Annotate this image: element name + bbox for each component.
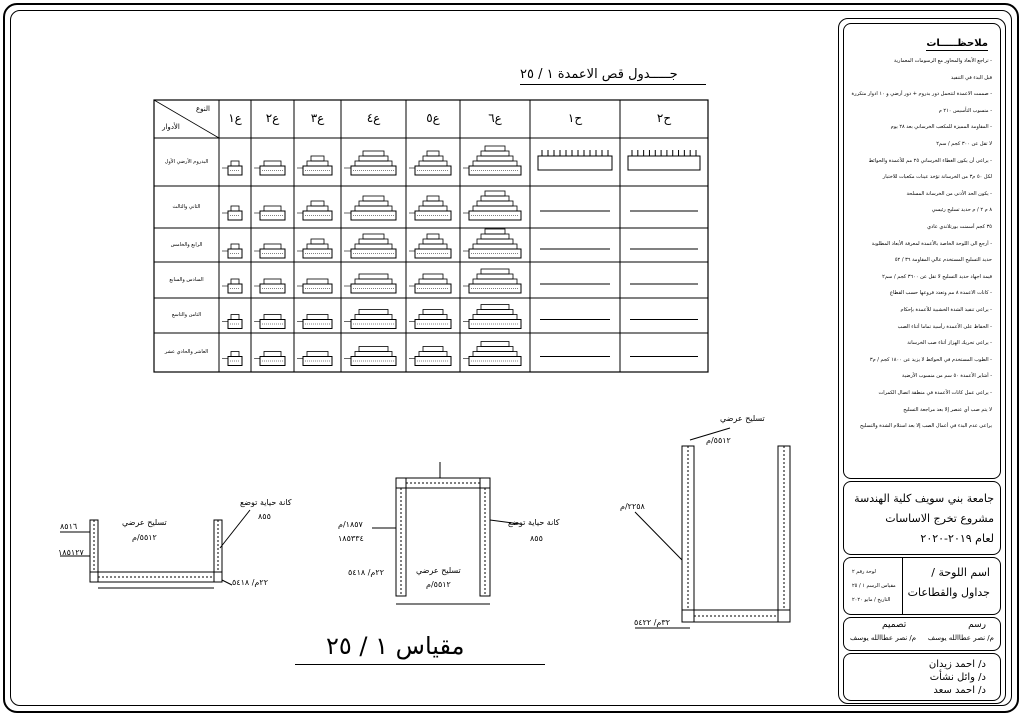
row-header: الثامن والتاسع [171,312,202,318]
sheet-name-label: اسم اللوحة / [931,566,990,579]
sheet-inner-frame [10,10,1012,706]
project-name: مشروع تخرج الاساسات [885,512,994,525]
scale-underline [295,664,545,665]
middle-top-label: كانة حياية توضع [508,518,560,527]
row-header: السادس والسابع [169,277,204,283]
column-header: ع٢ [265,111,280,125]
column-header: ح١ [567,111,583,125]
left-side2: ١٨٥١٢٧ [58,548,84,557]
row-header: الرابع والخامس [170,242,203,248]
note-line: - يكون الحد الأدنى من الخرسانة المسلحة [906,190,992,197]
note-line: - منسوب التأسيس ٢١٠ م [938,107,992,114]
table-title: جـــــدول قص الاعمدة ١ / ٢٥ [520,67,678,82]
note-line: - يراعى تحريك الهزاز أثناء صب الخرسانة [907,340,992,347]
left-bottom: ٢٢م/ ٥٤١٨ [232,578,268,587]
design-label: تصميم [882,620,907,630]
drawing-scale: مقياس ١ / ٢٥ [326,632,465,660]
right-side: ٢٢٥٨/م [620,502,645,511]
note-line: - كانات الاعمدة ٨ مم وتعدد فروعها حسب ال… [889,290,992,297]
sheet-name: جداول والقطاعات [907,586,990,599]
note-line: قيمة اجهاد حديد التسليح لا تقل عن ٣٦٠٠ ك… [882,273,992,280]
left-top-value: ٥٥١٢/م [132,533,157,542]
supervisors-panel: د/ احمد زيدان د/ وائل نشأت د/ احمد سعد [843,653,1001,701]
note-line: ٣٥ كجم أسمنت بورتلاندي عادي [927,224,992,230]
left-side1: ٨٥١٦ [60,522,78,531]
title-underline [520,84,706,85]
sheet-divider [902,558,903,614]
corner-floors: الأدوار [162,123,180,131]
design-name: م/ نصر عطاالله يوسف [850,634,917,642]
note-line: لا يتم صب أي عنصر إلا بعد مراجعة التسليح [903,406,992,413]
column-header: ع٣ [310,111,325,125]
note-line: - يراعى عمل كانات الأعمدة في منطقة اتصال… [878,390,992,396]
title-block: ملاحظـــــات - تراجع الأبعاد والمحاور مع… [838,18,1006,704]
middle-top-value: ٨٥٥ [530,534,543,543]
note-line: لكل ٥٠ م٣ من الخرسانة تؤخذ عينات مكعبات … [882,174,992,181]
design-panel: تصميم م/ نصر عطاالله يوسف رسم م/ نصر عطا… [843,617,1001,651]
notes-title: ملاحظـــــات [926,38,988,51]
supervisor-3: د/ احمد سعد [933,685,986,696]
middle-bottom-value: ٥٥١٢/م [426,580,451,589]
left-top-label: تسليح عرضي [122,518,167,527]
middle-side1: ١٨٥٧/م [338,520,363,529]
left-stirrup-label: كانة حياية توضع [240,498,292,507]
university-panel: جامعة بني سويف كلية الهندسة مشروع تخرج ا… [843,481,1001,555]
column-header: ع٤ [366,111,381,125]
column-header: ح٢ [656,111,672,125]
left-stirrup-value: ٨٥٥ [258,512,271,521]
notes-panel: ملاحظـــــات - تراجع الأبعاد والمحاور مع… [843,23,1001,479]
right-bottom: ٣٢م/ ٥٤٢٢ [634,618,670,627]
note-line: يراعى عدم البدء في أعمال الصب إلا بعد اس… [860,423,992,430]
note-line: قبل البدء في التنفيذ [950,74,992,81]
draw-label: رسم [968,620,986,630]
supervisor-1: د/ احمد زيدان [928,659,986,670]
right-top-value: ٥٥١٢/م [706,436,731,445]
row-header: البدروم الأرضي الأول [164,159,209,165]
university-name: جامعة بني سويف كلية الهندسة [854,492,994,505]
sheet-panel: اسم اللوحة / جداول والقطاعات لوحة رقم ٢ … [843,557,1001,615]
column-header: ع١ [228,111,242,125]
column-header: ع٥ [426,111,440,125]
note-line: - صممت الاعمدة لتتحمل دور بدروم + دور أر… [851,91,992,98]
sheet-outer-frame [3,3,1019,713]
row-header: الثاني والثالث [172,204,201,210]
corner-type: النوع [196,105,210,113]
note-line: - أشاير الأعمدة ٥٠ سم من منسوب الأرضية [902,373,992,380]
note-line: - الطوب المستخدم في الحوائط لا يزيد عن ١… [869,356,992,363]
right-top-label: تسليح عرضي [720,414,765,423]
note-line: لا تقل عن ٣٠٠ كجم / سم٢ [936,141,992,147]
middle-side2: ١٨٥٣٣٤ [338,534,364,543]
column-header: ع٦ [488,111,502,125]
note-line: - المقاومة المميزة للمكعب الخرساني بعد ٢… [890,124,992,131]
note-line: حديد التسليح المستخدم عالي المقاومة ٣٦ /… [894,257,992,264]
draw-name: م/ نصر عطاالله يوسف [927,634,994,642]
note-line: - يراعى تنفيذ الشدة الخشبية للأعمدة بإحك… [900,307,992,313]
sheet-date: التاريخ / مايو ٢٠٢٠ [852,597,891,603]
sheet-number: لوحة رقم ٢ [852,569,876,575]
note-line: - يراعى أن يكون الغطاء الخرساني ٢٥ مم لل… [868,157,992,164]
note-line: ٨ م ٢ / م حديد تسليح رئيسي [931,207,992,214]
sheet-scale: مقياس الرسم ١ / ٢٥ [852,583,896,589]
project-year: لعام ٢٠١٩-٢٠٢٠ [920,532,994,545]
note-line: - أرجع الى اللوحة الخاصة بالأعمدة لمعرفة… [871,240,992,247]
middle-bottom2: ٢٢م/ ٥٤١٨ [348,568,384,577]
note-line: - تراجع الأبعاد والمحاور مع الرسومات الم… [893,58,992,64]
note-line: - الحفاظ على الأعمدة رأسية تماما أثناء ا… [897,323,992,330]
supervisor-2: د/ وائل نشأت [929,672,986,683]
row-header: العاشر والحادي عشر [164,349,209,355]
middle-bottom-label: تسليح عرضي [416,566,461,575]
